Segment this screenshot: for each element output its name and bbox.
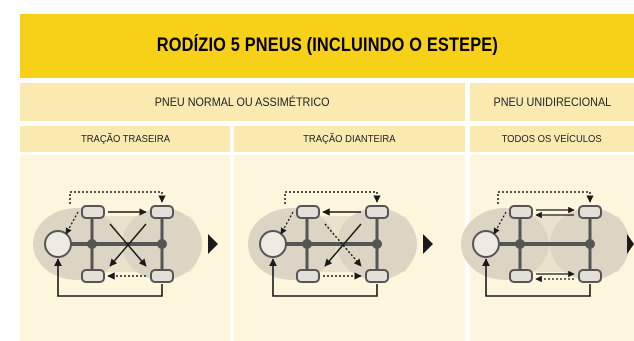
title-band: RODÍZIO 5 PNEUS (INCLUINDO O ESTEPE) <box>20 14 634 78</box>
diagram-all-vehicles <box>461 192 630 296</box>
next-arrow-3 <box>627 234 634 254</box>
diagram-rear-wheel-drive <box>33 192 202 296</box>
subheader-front-label: TRAÇÃO DIANTEIRA <box>303 133 396 145</box>
subheader-all-label: TODOS OS VEÍCULOS <box>501 133 603 145</box>
header-unidirectional-tire-label: PNEU UNIDIRECIONAL <box>493 95 611 109</box>
next-arrow-2 <box>423 234 433 254</box>
header-normal-tire-label: PNEU NORMAL OU ASSIMÉTRICO <box>155 95 330 109</box>
subheader-rear: TRAÇÃO TRASEIRA <box>20 126 230 152</box>
next-arrow-1 <box>208 234 218 254</box>
subheader-all: TODOS OS VEÍCULOS <box>470 126 634 152</box>
header-normal-tire: PNEU NORMAL OU ASSIMÉTRICO <box>20 83 465 121</box>
header-unidirectional-tire: PNEU UNIDIRECIONAL <box>470 83 634 121</box>
page-title: RODÍZIO 5 PNEUS (INCLUINDO O ESTEPE) <box>156 35 498 56</box>
subheader-rear-label: TRAÇÃO TRASEIRA <box>80 133 170 145</box>
subheader-front: TRAÇÃO DIANTEIRA <box>234 126 465 152</box>
diagram-front-wheel-drive <box>248 192 417 296</box>
